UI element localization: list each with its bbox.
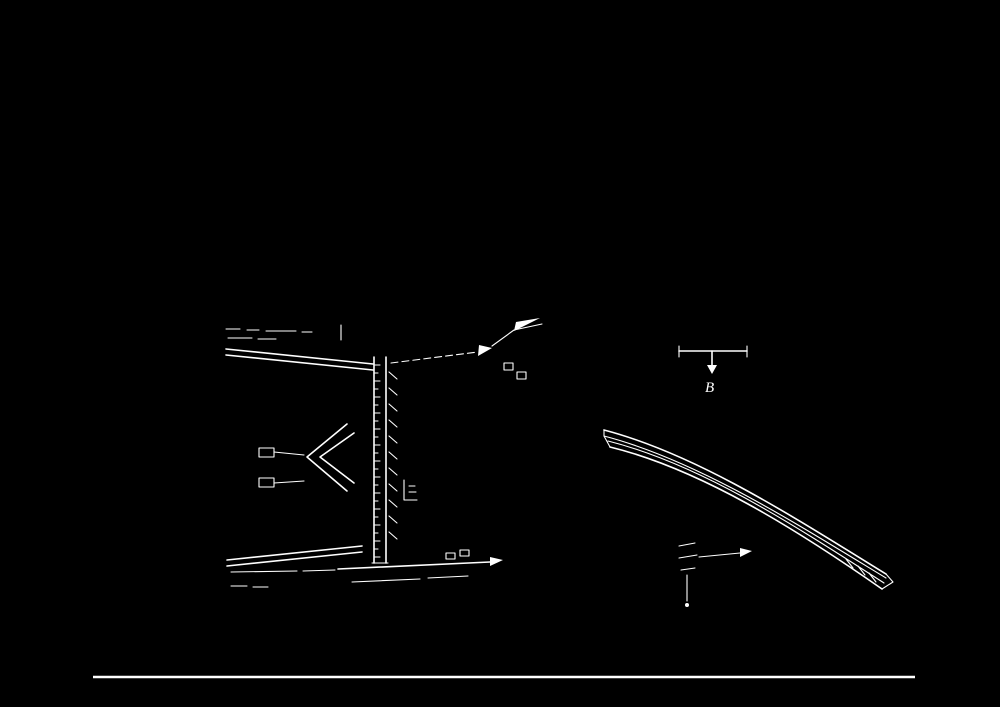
upper-leader-flag bbox=[390, 318, 543, 380]
section-marker: B bbox=[678, 345, 748, 396]
graduation-ticks bbox=[373, 364, 381, 558]
bottom-leader bbox=[230, 549, 503, 588]
vertical-member bbox=[371, 356, 398, 564]
chevron-inner bbox=[319, 432, 355, 484]
right-perspective-figure: B bbox=[603, 345, 894, 607]
member-left-cap bbox=[603, 429, 611, 448]
member-tip bbox=[881, 573, 894, 590]
fastener-cluster bbox=[258, 423, 355, 492]
left-section-figure bbox=[225, 318, 543, 588]
dimension-cluster bbox=[678, 542, 752, 607]
hatch-marks bbox=[388, 371, 398, 540]
top-diagonal-edge bbox=[225, 348, 374, 371]
broken-edge-top bbox=[225, 324, 342, 341]
section-label: B bbox=[705, 380, 714, 396]
tapered-member bbox=[603, 429, 894, 590]
tip-hatch bbox=[845, 558, 877, 583]
reference-bracket bbox=[403, 479, 418, 501]
bottom-diagonal-edge bbox=[226, 545, 363, 567]
chevron-outer bbox=[306, 423, 348, 492]
